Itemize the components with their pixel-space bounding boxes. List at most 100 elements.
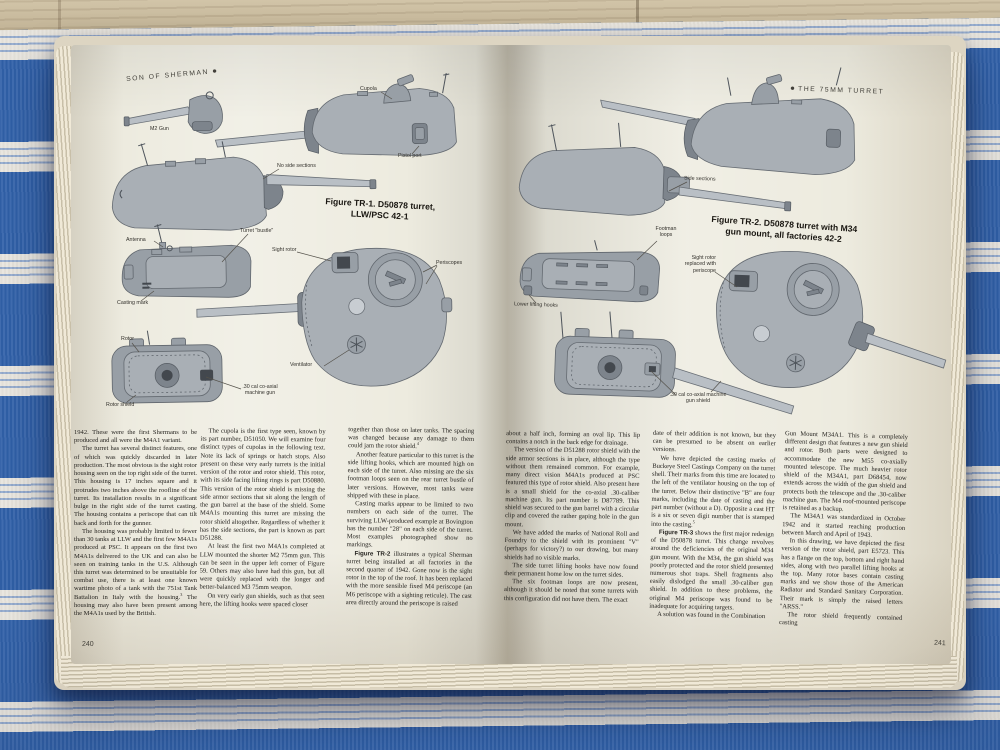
figure-tr2-turret-top-view bbox=[697, 240, 958, 407]
label-footman-loops: Footman loops bbox=[655, 226, 677, 239]
paragraph: 1942. These were the first Shermans to b… bbox=[74, 429, 197, 445]
page-edges-right bbox=[947, 52, 964, 682]
open-hatch bbox=[396, 74, 415, 87]
paragraph: The side turret lifting hooks have now f… bbox=[504, 561, 639, 579]
turret-rear-drawing bbox=[519, 240, 661, 303]
lifting-ring bbox=[166, 245, 173, 252]
antenna bbox=[560, 311, 564, 338]
turret-side-drawing bbox=[600, 67, 856, 176]
cupola bbox=[751, 82, 780, 105]
label-sight-rotor-periscope: Sight rotor replaced with periscope bbox=[684, 255, 716, 274]
gun-shield bbox=[111, 330, 223, 404]
paragraph: A solution was found in the Combination bbox=[657, 611, 766, 621]
label-coax-machine-gun: .30 cal co-axial machine gun bbox=[242, 384, 278, 397]
turret-top-drawing bbox=[716, 251, 947, 388]
turret-hull bbox=[518, 122, 792, 216]
lifting-hook bbox=[523, 285, 533, 296]
antenna bbox=[727, 77, 732, 96]
left-header-text: SON OF SHERMAN bbox=[125, 68, 210, 83]
label-ventilator: Ventilator bbox=[290, 362, 313, 368]
label-rotor-shield: Rotor shield bbox=[106, 402, 135, 408]
figure-tr1-gun-mount bbox=[122, 87, 233, 139]
paragraph: Gun Mount M34A1. This is a completely di… bbox=[782, 430, 909, 514]
periscope-hole bbox=[753, 325, 770, 343]
turret-hull bbox=[600, 67, 856, 176]
label-no-side-sections: No side sections bbox=[277, 163, 316, 169]
table-plank-seam bbox=[58, 0, 61, 50]
footman-loop bbox=[555, 280, 568, 285]
m2-gun-barrel bbox=[123, 106, 193, 127]
casting-mark-detail bbox=[142, 282, 152, 285]
turret-rear bbox=[121, 223, 252, 298]
label-periscopes: Periscopes bbox=[436, 260, 463, 266]
label-sight-rotor: Sight rotor bbox=[272, 247, 297, 253]
pistol-port bbox=[825, 128, 842, 148]
gun-shield-drawing bbox=[554, 311, 795, 415]
paragraph: The housing was probably limited to fewe… bbox=[74, 527, 197, 618]
rotor-assembly bbox=[187, 91, 223, 134]
cupola bbox=[383, 83, 412, 104]
paragraph: The cupola is the first type seen, known… bbox=[199, 427, 326, 542]
paragraph: The M34A1 was standardized in October 19… bbox=[781, 512, 906, 539]
bustle-panel bbox=[145, 255, 227, 290]
paragraph: The version of the D51288 rotor shield w… bbox=[504, 446, 640, 528]
turret-top bbox=[716, 251, 947, 388]
footman-loop bbox=[596, 263, 609, 269]
left-page-column-2: The cupola is the first type seen, known… bbox=[199, 428, 325, 610]
figure-tr2-turret-side-view bbox=[593, 57, 887, 185]
turret-hull bbox=[111, 141, 377, 231]
bustle-panel bbox=[541, 258, 636, 292]
label-turret-bustle: Turret "bustle" bbox=[240, 228, 274, 234]
gun-barrel bbox=[678, 186, 788, 210]
right-page-column-3: Gun Mount M34A1. This is a completely di… bbox=[779, 430, 908, 631]
antenna bbox=[140, 143, 149, 166]
gun-barrel bbox=[196, 302, 303, 318]
paragraph: about a half inch, forming an oval lip. … bbox=[506, 430, 641, 448]
label-casting-mark: Casting mark bbox=[117, 300, 149, 306]
right-page-column-1: about a half inch, forming an oval lip. … bbox=[504, 430, 640, 605]
footman-loop bbox=[575, 281, 588, 286]
right-page-number: 241 bbox=[933, 639, 946, 648]
paragraph: In this drawing, we have depicted the fi… bbox=[779, 537, 905, 611]
label-m2-gun: M2 Gun bbox=[150, 126, 169, 132]
paragraph: Figure TR-2 illustrates a typical Sherma… bbox=[345, 549, 473, 608]
paragraph: Another feature particular to this turre… bbox=[347, 450, 474, 501]
antenna bbox=[594, 240, 598, 251]
antenna bbox=[618, 122, 622, 148]
paragraph: Figure TR-3 shows the first major redesi… bbox=[649, 528, 774, 612]
figure-tr1-gun-shield-front bbox=[107, 325, 268, 412]
right-page-column-2: date of their addition is not known, but… bbox=[649, 430, 776, 622]
label-antenna: Antenna bbox=[126, 237, 146, 243]
left-page-column-1: 1942. These were the first Shermans to b… bbox=[74, 429, 197, 618]
paragraph: We have added the marks of National Roll… bbox=[504, 528, 639, 562]
left-page-column-3: together than those on later tanks. The … bbox=[345, 426, 475, 609]
turret-side-drawing bbox=[214, 72, 457, 156]
gun-barrel bbox=[672, 367, 795, 415]
paragraph: At least the first two M4A1s completed a… bbox=[199, 542, 325, 592]
paragraph: date of their addition is not known, but… bbox=[652, 429, 776, 454]
label-pistol-port: Pistol port bbox=[398, 153, 422, 159]
mg-port bbox=[200, 369, 214, 381]
paragraph: The rotor shield frequently contained ca… bbox=[778, 611, 903, 627]
label-rotor: Rotor bbox=[121, 336, 134, 342]
open-hatch bbox=[765, 74, 783, 85]
antenna bbox=[221, 141, 226, 158]
turret-hull bbox=[214, 72, 457, 156]
figure-tr1-turret-rear-view bbox=[115, 221, 261, 309]
gun-mount-drawing bbox=[123, 91, 223, 134]
turret-rear-drawing bbox=[121, 223, 252, 298]
left-running-header: SON OF SHERMAN ● bbox=[125, 66, 217, 83]
lifting-hook bbox=[639, 285, 649, 296]
figure-tr2-turret-rear-view bbox=[498, 237, 676, 333]
paragraph: On very early gun shields, such as that … bbox=[199, 592, 325, 609]
footman-loop bbox=[595, 281, 608, 287]
left-page-number: 240 bbox=[82, 641, 94, 648]
gun-barrel bbox=[266, 174, 373, 188]
paragraph: together than those on later tanks. The … bbox=[347, 426, 475, 451]
paragraph: The turret has several distinct features… bbox=[74, 445, 197, 527]
turret-side-drawing bbox=[111, 141, 377, 231]
antenna bbox=[550, 124, 558, 151]
label-cupola: Cupola bbox=[360, 86, 377, 92]
